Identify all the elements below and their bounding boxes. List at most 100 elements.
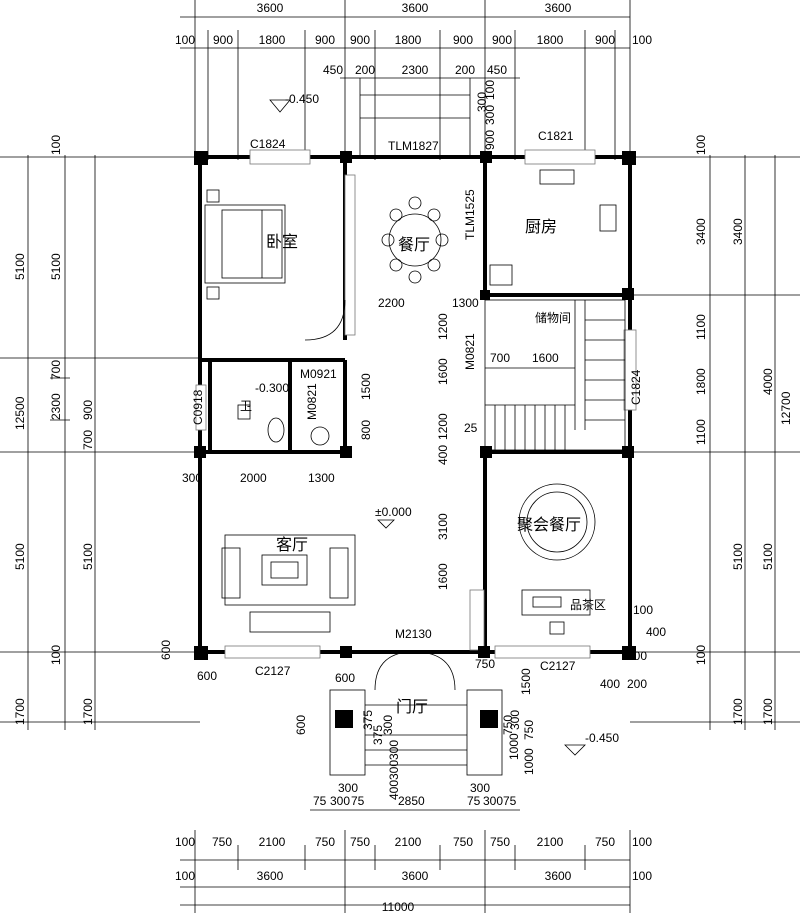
svg-text:200: 200: [627, 677, 647, 691]
entrance-vertical-dims: 300 300 100 900: [475, 80, 497, 150]
level-labels: -0.450 -0.300 ±0.000 -0.450 25: [255, 92, 619, 745]
svg-text:100: 100: [694, 645, 708, 665]
svg-text:2000: 2000: [240, 471, 267, 485]
kitchen-label: 厨房: [525, 218, 557, 236]
tea-label: 品茶区: [570, 597, 606, 612]
svg-text:100: 100: [49, 135, 63, 155]
svg-text:750: 750: [501, 715, 515, 735]
svg-text:1100: 1100: [694, 314, 708, 340]
svg-text:300: 300: [338, 781, 358, 795]
svg-text:12500: 12500: [13, 396, 27, 430]
svg-text:C2127: C2127: [540, 659, 576, 673]
svg-text:TLM1827: TLM1827: [388, 139, 439, 153]
svg-text:2200: 2200: [378, 296, 405, 310]
top-dimension-lines: [180, 0, 631, 160]
svg-text:1700: 1700: [731, 698, 745, 725]
svg-text:1800: 1800: [694, 368, 708, 395]
svg-text:75: 75: [503, 794, 517, 808]
svg-text:1000: 1000: [507, 733, 521, 760]
svg-text:750: 750: [522, 720, 536, 740]
svg-text:C1824: C1824: [250, 137, 286, 151]
svg-text:600: 600: [335, 671, 355, 685]
sofa-set: [221, 534, 356, 633]
living-label: 客厅: [276, 536, 308, 554]
dining-label: 餐厅: [398, 236, 430, 254]
svg-text:750: 750: [595, 835, 615, 849]
kitchen-fixtures: [489, 169, 617, 286]
svg-text:3600: 3600: [402, 869, 429, 883]
svg-text:1800: 1800: [537, 33, 564, 47]
svg-text:-0.450: -0.450: [585, 731, 619, 745]
svg-text:100: 100: [632, 33, 652, 47]
svg-text:200: 200: [627, 649, 647, 663]
round-banquet-table: [518, 483, 596, 635]
bathroom-label: 卫: [240, 399, 252, 413]
svg-text:300: 300: [330, 794, 350, 808]
svg-text:900: 900: [315, 33, 335, 47]
svg-text:600: 600: [159, 640, 173, 660]
svg-text:750: 750: [350, 835, 370, 849]
svg-text:100: 100: [633, 603, 653, 617]
svg-text:100: 100: [175, 835, 195, 849]
svg-text:25: 25: [464, 421, 478, 435]
svg-text:200: 200: [455, 63, 475, 77]
svg-text:400: 400: [387, 780, 401, 800]
svg-text:1300: 1300: [452, 296, 479, 310]
svg-text:1600: 1600: [436, 563, 450, 590]
svg-text:400: 400: [436, 445, 450, 465]
svg-text:3100: 3100: [436, 513, 450, 540]
bottom-dimensions: 100 750 2100 750 750 2100 750 750 2100 7…: [175, 835, 652, 913]
svg-text:M0821: M0821: [463, 333, 477, 370]
storage-label: 储物间: [535, 310, 571, 325]
svg-text:3600: 3600: [545, 1, 572, 15]
svg-text:1500: 1500: [359, 373, 373, 400]
svg-text:±0.000: ±0.000: [375, 505, 412, 519]
svg-text:700: 700: [81, 430, 95, 450]
svg-text:900: 900: [350, 33, 370, 47]
svg-text:5100: 5100: [49, 253, 63, 280]
svg-text:1200: 1200: [436, 413, 450, 440]
svg-text:2300: 2300: [49, 393, 63, 420]
svg-text:11000: 11000: [382, 900, 415, 913]
svg-text:100: 100: [483, 80, 497, 100]
svg-text:750: 750: [212, 835, 232, 849]
svg-text:M0821: M0821: [305, 383, 319, 420]
svg-text:400: 400: [600, 677, 620, 691]
bottom-dimension-lines: [180, 809, 631, 913]
svg-text:2100: 2100: [537, 835, 564, 849]
svg-text:700: 700: [49, 360, 63, 380]
svg-text:5100: 5100: [13, 253, 27, 280]
svg-text:900: 900: [81, 400, 95, 420]
svg-text:C0918: C0918: [191, 389, 205, 425]
side-dimension-lines: [0, 155, 800, 730]
svg-text:4000: 4000: [761, 368, 775, 395]
walls: [198, 155, 632, 654]
svg-text:200: 200: [355, 63, 375, 77]
svg-text:100: 100: [49, 645, 63, 665]
svg-text:C1821: C1821: [538, 129, 574, 143]
svg-text:900: 900: [213, 33, 233, 47]
svg-text:1700: 1700: [13, 698, 27, 725]
svg-text:2850: 2850: [398, 794, 425, 808]
svg-text:750: 750: [315, 835, 335, 849]
svg-text:700: 700: [490, 351, 510, 365]
svg-text:300: 300: [483, 794, 503, 808]
svg-text:1100: 1100: [694, 419, 708, 445]
svg-text:100: 100: [175, 33, 195, 47]
porch: [304, 78, 503, 776]
svg-text:300: 300: [470, 781, 490, 795]
svg-text:1800: 1800: [259, 33, 286, 47]
svg-text:1700: 1700: [81, 698, 95, 725]
dining-table: [381, 196, 449, 284]
top-dimensions: 3600 3600 3600 100 900 1800 900 900 1800…: [175, 1, 652, 77]
svg-text:100: 100: [632, 835, 652, 849]
svg-text:1800: 1800: [395, 33, 422, 47]
svg-text:100: 100: [632, 869, 652, 883]
svg-text:300: 300: [475, 92, 489, 112]
svg-text:1600: 1600: [436, 358, 450, 385]
svg-text:100: 100: [175, 869, 195, 883]
svg-text:400: 400: [646, 625, 666, 639]
svg-text:100: 100: [694, 135, 708, 155]
svg-text:3600: 3600: [545, 869, 572, 883]
